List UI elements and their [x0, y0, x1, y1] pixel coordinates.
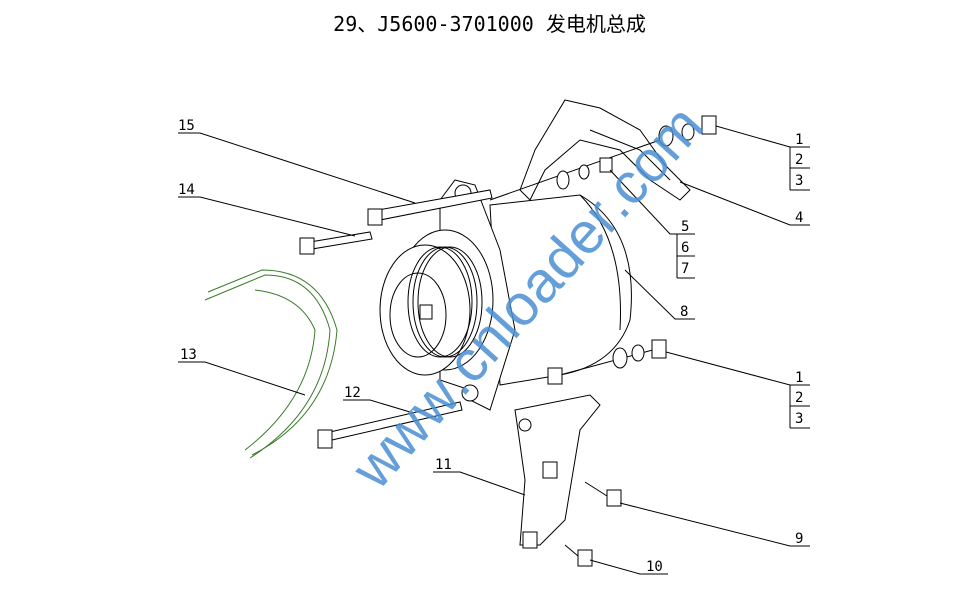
callout-10: 10 [646, 559, 663, 575]
bolt-14 [299, 231, 373, 255]
callout-2-lower: 2 [795, 390, 803, 406]
bolt-15 [367, 189, 493, 226]
callout-5: 5 [681, 219, 689, 235]
callout-13: 13 [180, 347, 197, 363]
pulley [379, 229, 494, 376]
lower-washers [547, 339, 667, 385]
callout-8: 8 [680, 304, 688, 320]
callout-7: 7 [681, 261, 689, 277]
diagram-title: 29、J5600-3701000 发电机总成 [333, 12, 646, 36]
callout-3-lower: 3 [795, 411, 803, 427]
callout-1-upper: 1 [795, 132, 803, 148]
callout-4: 4 [795, 210, 803, 226]
callout-3-upper: 3 [795, 173, 803, 189]
upper-washers [489, 115, 717, 201]
callout-6: 6 [681, 240, 689, 256]
callout-9: 9 [795, 531, 803, 547]
upper-bracket [519, 99, 691, 201]
callout-11: 11 [435, 457, 452, 473]
lower-bracket [514, 394, 622, 567]
callout-14: 14 [178, 182, 195, 198]
bolt-12 [317, 401, 463, 449]
drive-belt [204, 269, 338, 459]
callout-15: 15 [178, 118, 195, 134]
callout-12: 12 [344, 385, 361, 401]
callout-1-lower: 1 [795, 370, 803, 386]
leader-lines [178, 125, 810, 575]
callout-2-upper: 2 [795, 152, 803, 168]
